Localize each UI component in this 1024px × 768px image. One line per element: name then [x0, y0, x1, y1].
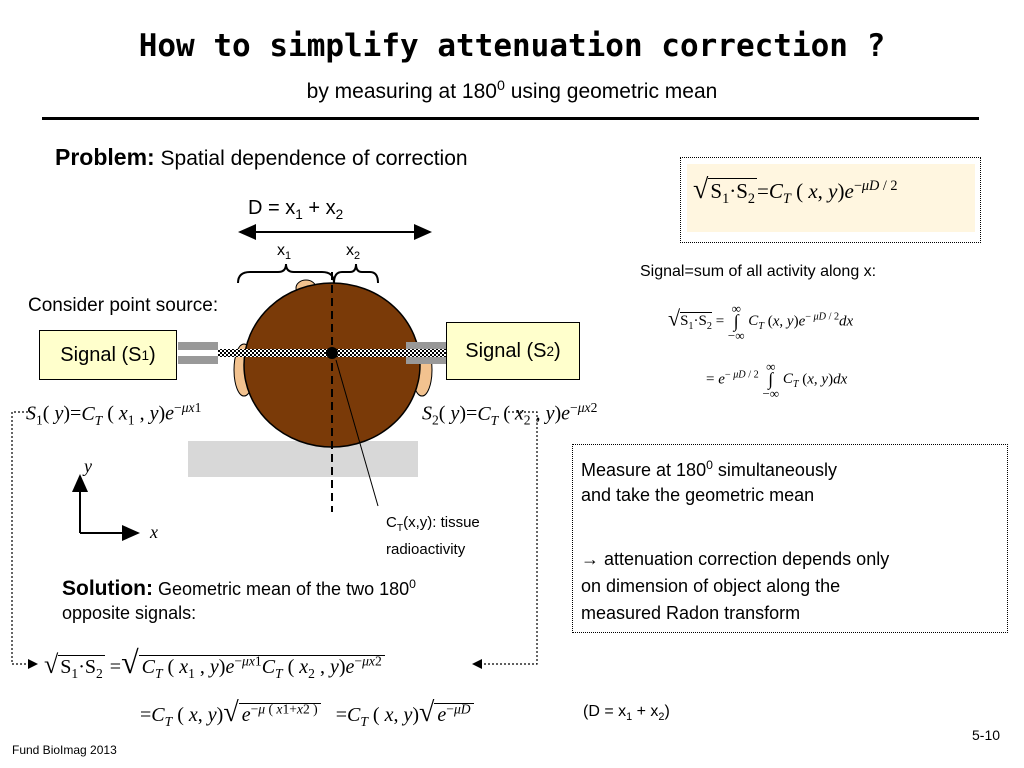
- d-note-mid: + x: [632, 703, 659, 720]
- solution-block: Solution: Geometric mean of the two 1800…: [62, 572, 416, 625]
- footer-left: Fund BioImag 2013: [12, 743, 117, 757]
- problem-line: Problem: Spatial dependence of correctio…: [55, 144, 468, 171]
- solution-line1: Solution: Geometric mean of the two 1800: [62, 572, 416, 601]
- d-label-plus: + x: [302, 197, 336, 219]
- page-number: 5-10: [972, 727, 1001, 743]
- collimator-right-top: [406, 342, 446, 350]
- measure-text-top: Measure at 1800 simultaneously and take …: [581, 453, 837, 508]
- collimator-right-bottom: [406, 356, 446, 364]
- x2-label: x2: [346, 242, 360, 262]
- solution-sup: 0: [409, 577, 416, 591]
- x1-text: x: [277, 242, 285, 259]
- ct-note-post: (x,y): tissue: [403, 514, 480, 531]
- measure-line4: on dimension of object along the: [581, 576, 841, 596]
- page-subtitle: by measuring at 1800 using geometric mea…: [0, 78, 1024, 104]
- point-source: [326, 347, 338, 359]
- measure-line5: measured Radon transform: [581, 603, 801, 623]
- s2-equation: S2( y)=CT ( x2 , y)e−μx2: [422, 400, 598, 428]
- ct-pointer: [335, 359, 379, 507]
- subtitle-post: using geometric mean: [504, 80, 718, 103]
- formula-gm-top: √S1·S2=CT ( x, y)e−μD / 2: [693, 174, 898, 208]
- d-label-sub1: 1: [295, 207, 303, 222]
- x2-text: x: [346, 242, 354, 259]
- x1-label: x1: [277, 242, 291, 262]
- signal-s1-text: Signal (S: [60, 343, 142, 366]
- page-title: How to simplify attenuation correction ?: [138, 28, 886, 64]
- solution-label: Solution:: [62, 577, 153, 600]
- connector-left: [11, 411, 32, 665]
- subtitle-pre: by measuring at 180: [306, 80, 497, 103]
- measure-text-bottom: → attenuation correction depends only on…: [581, 546, 889, 627]
- ct-note-c: C: [386, 514, 397, 531]
- integral-eq-2: = e− μD / 2 ∞∫−∞ CT (x, y)dx: [706, 359, 848, 401]
- d-label: D = x1 + x2: [248, 197, 343, 222]
- x-axis-label: x: [150, 522, 158, 542]
- x2-sub: 2: [354, 250, 361, 263]
- patient-bed: [188, 441, 418, 477]
- ct-note-line2: radioactivity: [386, 541, 466, 558]
- solution-text1: Geometric mean of the two 180: [152, 579, 410, 599]
- d-note-sub1: 1: [626, 711, 633, 724]
- measure-line1-sup: 0: [706, 458, 713, 472]
- d-note-post: ): [664, 703, 670, 720]
- point-source-label: Consider point source:: [28, 295, 219, 316]
- problem-text: Spatial dependence of correction: [154, 147, 468, 170]
- d-label-sub2: 2: [335, 207, 344, 222]
- brace-x2: [333, 263, 379, 284]
- connector-left-head: [28, 659, 38, 669]
- solution-formula-1: √S1·S2 =√CT ( x1 , y)e−μx1CT ( x2 , y)e−…: [44, 644, 385, 682]
- title-rule: [42, 117, 979, 120]
- signal-s1-sub: 1: [141, 347, 150, 363]
- problem-label: Problem:: [55, 144, 155, 170]
- solution-formula-2: =CT ( x, y)√e−μ ( x1+x2 ) =CT ( x, y)√e−…: [140, 697, 474, 730]
- collimator-left-bottom: [178, 356, 218, 364]
- signal-s1-close: ): [149, 343, 156, 366]
- d-note-sub2: 2: [658, 711, 665, 724]
- x1-sub: 1: [285, 250, 292, 263]
- ct-note: CT(x,y): tissue radioactivity: [386, 512, 480, 560]
- formula-box: √S1·S2=CT ( x, y)e−μD / 2: [680, 157, 981, 243]
- measure-line3: → attenuation correction depends only: [581, 549, 890, 569]
- measure-line1: Measure at 1800 simultaneously: [581, 453, 837, 483]
- signal-sum-note: Signal=sum of all activity along x:: [640, 263, 877, 280]
- collimator-left-top: [178, 342, 218, 350]
- signal-s2-sub: 2: [546, 343, 555, 359]
- d-label-text: D = x: [248, 197, 296, 219]
- ct-note-sub: T: [396, 523, 404, 534]
- ct-note-line1: CT(x,y): tissue: [386, 512, 480, 539]
- measure-line1-post: simultaneously: [712, 460, 837, 480]
- integral-eq-1: √S1·S2 = ∞∫−∞ CT (x, y)e− μD / 2dx: [668, 301, 854, 343]
- y-axis-label: y: [84, 456, 92, 476]
- solution-line2: opposite signals:: [62, 603, 197, 623]
- d-note: (D = x1 + x2): [583, 703, 670, 723]
- connector-right: [482, 411, 538, 665]
- d-note-pre: (D = x: [583, 703, 627, 720]
- signal-s2-close: ): [554, 339, 561, 362]
- measure-line1-pre: Measure at 180: [581, 460, 707, 480]
- connector-right-head: [472, 659, 482, 669]
- brace-x1: [237, 263, 335, 284]
- s1-equation: S1( y)=CT ( x1 , y)e−μx1: [26, 400, 202, 428]
- measure-line2: and take the geometric mean: [581, 485, 815, 505]
- subtitle-sup: 0: [496, 78, 505, 94]
- measure-box: Measure at 1800 simultaneously and take …: [572, 444, 1008, 633]
- formula-box-bg: [687, 164, 975, 232]
- signal-s2-text: Signal (S: [465, 339, 547, 362]
